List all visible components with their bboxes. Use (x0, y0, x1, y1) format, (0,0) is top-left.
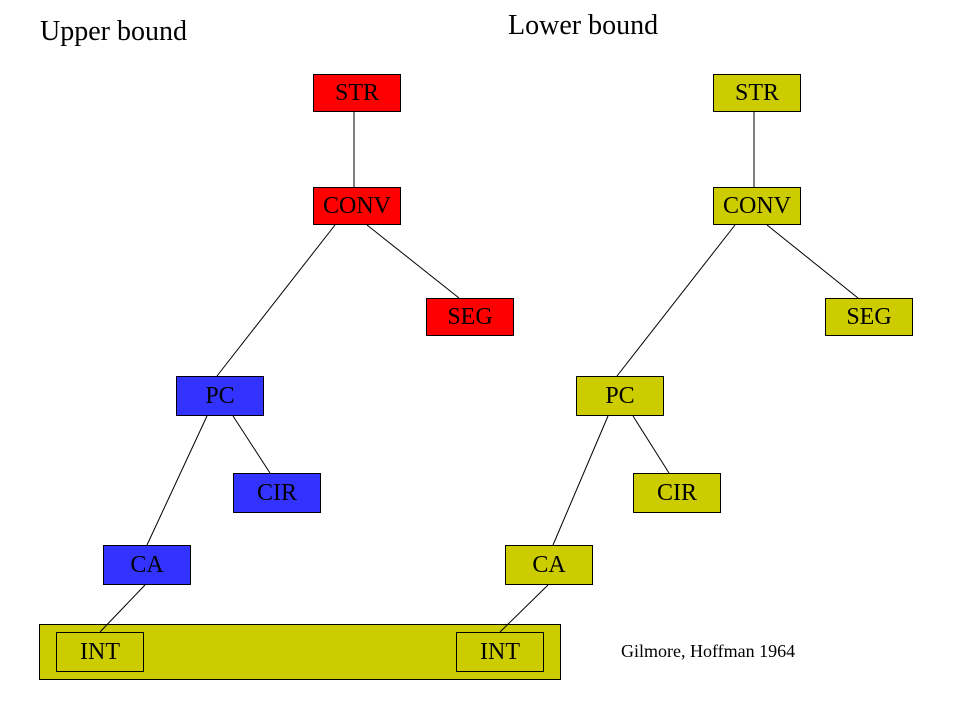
lower-node-cir: CIR (633, 473, 721, 513)
edge-lower-pc-cir (632, 415, 670, 474)
lower-node-int: INT (456, 632, 544, 672)
lower-node-conv: CONV (713, 187, 801, 225)
upper-node-int: INT (56, 632, 144, 672)
upper-node-ca: CA (103, 545, 191, 585)
edge-lower-ca-int (499, 584, 549, 633)
lower-node-str: STR (713, 74, 801, 112)
edge-lower-conv-seg (766, 224, 859, 299)
edge-upper-pc-ca (146, 415, 208, 546)
citation-text: Gilmore, Hoffman 1964 (621, 641, 796, 661)
edge-upper-conv-seg (366, 224, 460, 299)
lower-bound-title: Lower bound (508, 10, 659, 41)
upper-node-str: STR (313, 74, 401, 112)
edge-upper-conv-pc (216, 224, 336, 377)
edge-lower-conv-pc (616, 224, 736, 377)
edge-upper-pc-cir (232, 415, 271, 474)
lower-node-pc: PC (576, 376, 664, 416)
edge-upper-ca-int (99, 584, 146, 633)
lower-node-seg: SEG (825, 298, 913, 336)
edge-lower-pc-ca (552, 415, 609, 546)
upper-node-seg: SEG (426, 298, 514, 336)
upper-node-conv: CONV (313, 187, 401, 225)
lower-node-ca: CA (505, 545, 593, 585)
upper-node-pc: PC (176, 376, 264, 416)
upper-bound-title: Upper bound (40, 16, 187, 47)
upper-node-cir: CIR (233, 473, 321, 513)
